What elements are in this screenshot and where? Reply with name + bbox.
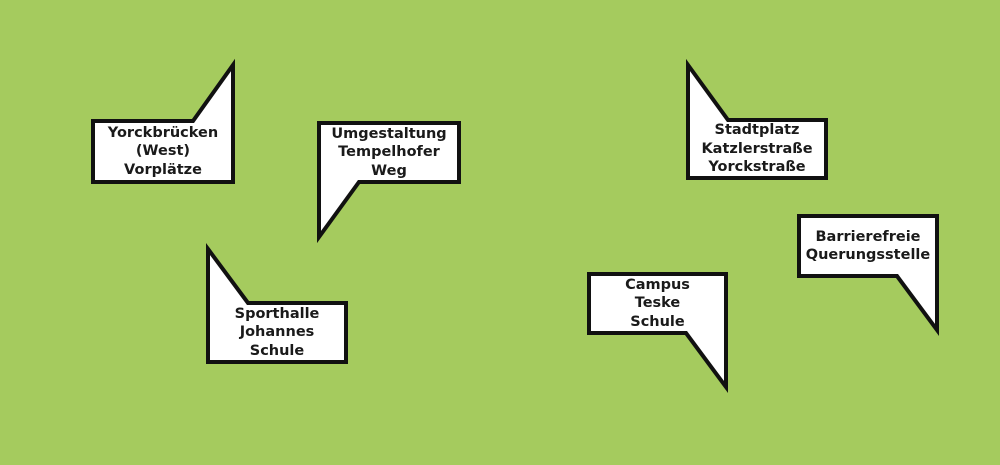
speech-bubble-layer [91,58,939,394]
speech-bubble-barrierefreie-querungsstelle [797,214,939,337]
speech-bubble-yorckbruecken-west [91,58,235,184]
speech-bubble-stadtplatz-katzlerstrasse [686,58,828,180]
speech-bubble-tempelhofer-weg [317,121,461,244]
speech-bubble-sporthalle-johannes-schule [206,242,348,364]
speech-bubble-campus-teske-schule [587,272,728,394]
